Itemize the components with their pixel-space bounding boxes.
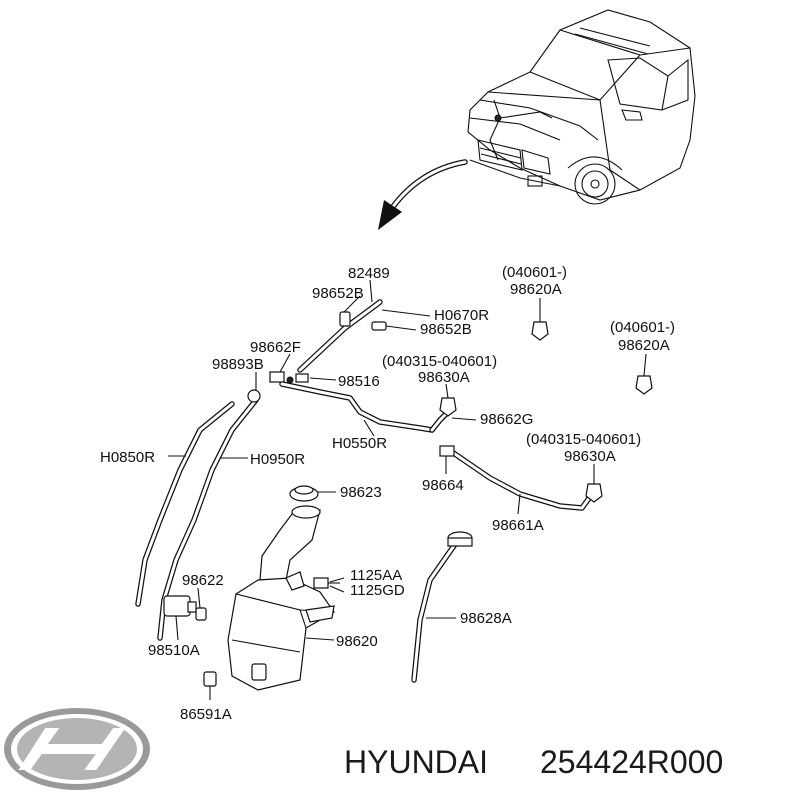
pointer-arrow — [389, 159, 468, 211]
label-98622: 98622 — [182, 572, 224, 589]
label-98510a: 98510A — [148, 642, 200, 659]
arrow-head-icon — [378, 200, 402, 230]
label-98893b: 98893B — [212, 356, 264, 373]
leader-lines — [168, 279, 647, 700]
label-98630a-2: 98630A — [564, 448, 616, 465]
hyundai-logo-icon — [4, 708, 150, 790]
part-number: 254424R000 — [540, 744, 723, 780]
label-98652b-right: 98652B — [420, 321, 472, 338]
label-82489: 82489 — [348, 265, 390, 282]
label-h0950r: H0950R — [250, 451, 305, 468]
label-1125gd: 1125GD — [350, 582, 405, 599]
label-h0670r: H0670R — [434, 307, 489, 324]
label-98620a-2-date: (040601-) — [610, 319, 675, 336]
label-1125aa: 1125AA — [350, 567, 402, 584]
label-h0550r: H0550R — [332, 435, 387, 452]
label-86591a: 86591A — [180, 706, 232, 723]
label-98620a-1-date: (040601-) — [502, 264, 567, 281]
label-98630a-1-date: (040315-040601) — [382, 353, 497, 370]
label-98664: 98664 — [422, 477, 464, 494]
label-98662f: 98662F — [250, 339, 301, 356]
brand-name: HYUNDAI — [344, 744, 488, 780]
small-parts — [163, 311, 653, 687]
part-labels: 82489 98652B H0670R 98652B 98662F 98893B… — [100, 264, 675, 723]
label-98620: 98620 — [336, 633, 378, 650]
label-h0850r: H0850R — [100, 449, 155, 466]
label-98620a-1: 98620A — [510, 281, 562, 298]
label-98623: 98623 — [340, 484, 382, 501]
vehicle-illustration — [467, 9, 696, 205]
label-98662g: 98662G — [480, 411, 533, 428]
label-98516: 98516 — [338, 373, 380, 390]
label-98628a: 98628A — [460, 610, 512, 627]
label-98620a-2: 98620A — [618, 337, 670, 354]
label-98630a-1: 98630A — [418, 369, 470, 386]
label-98652b-top: 98652B — [312, 285, 364, 302]
washer-reservoir — [227, 505, 335, 691]
label-98630a-2-date: (040315-040601) — [526, 431, 641, 448]
label-98661a: 98661A — [492, 517, 544, 534]
